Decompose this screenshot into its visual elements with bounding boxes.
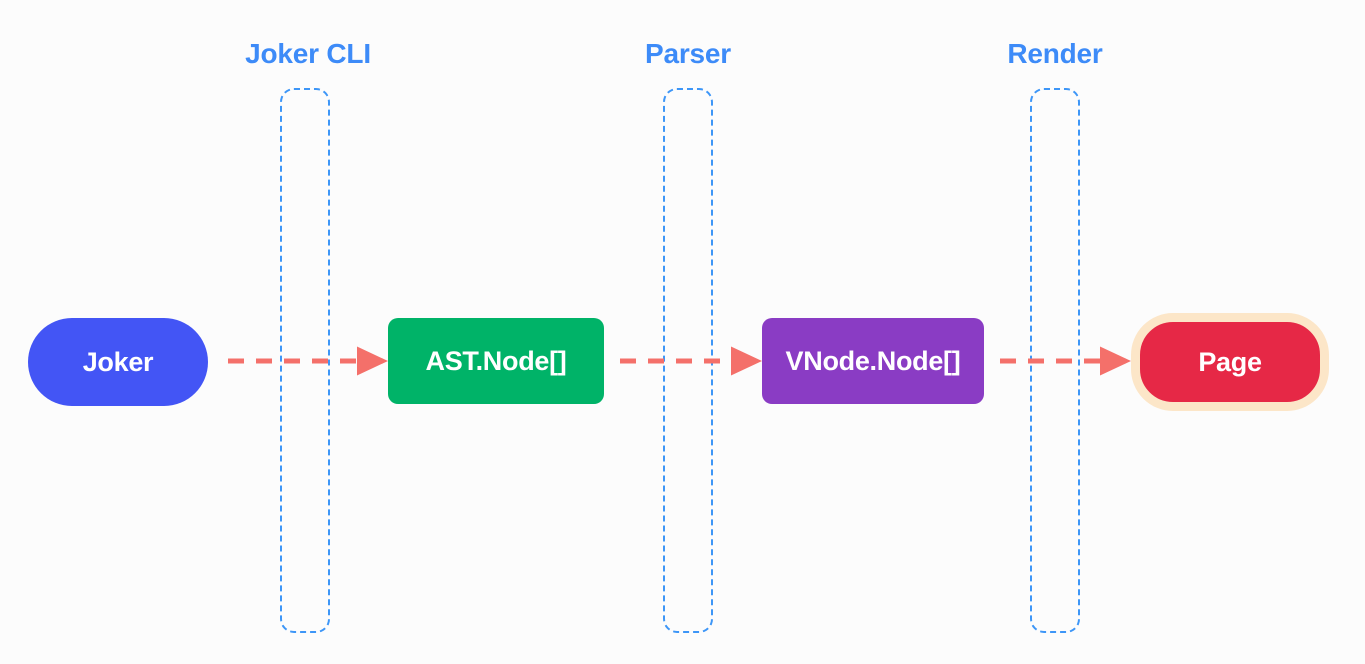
lane-label-render: Render xyxy=(1007,38,1103,69)
node-ast-node-array[interactable]: AST.Node[] xyxy=(388,318,604,404)
lane-label-parser: Parser xyxy=(645,38,731,69)
node-label-vnode-node-array: VNode.Node[] xyxy=(785,345,961,376)
node-joker[interactable]: Joker xyxy=(28,318,208,406)
node-label-joker: Joker xyxy=(82,346,154,377)
lane-render[interactable] xyxy=(1030,88,1080,633)
node-page[interactable]: Page xyxy=(1131,313,1329,411)
lane-joker-cli[interactable] xyxy=(280,88,330,633)
lane-parser[interactable] xyxy=(663,88,713,633)
lane-label-joker-cli: Joker CLI xyxy=(245,38,371,69)
node-label-ast-node-array: AST.Node[] xyxy=(425,345,567,376)
node-label-page: Page xyxy=(1198,346,1262,377)
node-vnode-node-array[interactable]: VNode.Node[] xyxy=(762,318,984,404)
